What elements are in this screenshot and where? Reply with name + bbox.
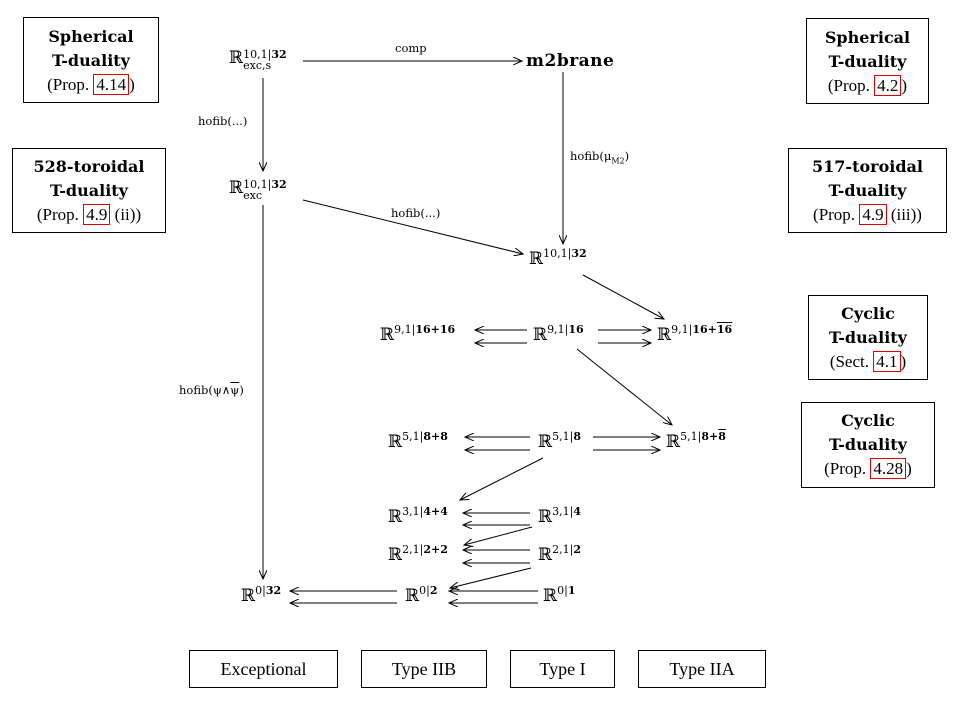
node-r3-4: ℝ3,1|4: [538, 505, 581, 527]
box-ref-pre: (Prop.: [827, 76, 875, 95]
arrow-r2-r02: [450, 567, 532, 588]
box-ref-pre: (Sect.: [829, 352, 874, 371]
node-r2-2plus2: ℝ2,1|2+2: [388, 543, 448, 565]
box-title: 517-toroidal: [812, 157, 923, 176]
ref-link[interactable]: 4.9: [859, 204, 887, 225]
node-r0-1: ℝ0|1: [543, 584, 576, 606]
label-comp: comp: [395, 41, 427, 55]
box-title: Spherical: [824, 28, 911, 47]
footer-type-i: Type I: [510, 650, 615, 688]
box-title: Spherical: [48, 27, 134, 46]
node-r10: ℝ10,1|32: [529, 247, 587, 269]
arrow-r10-r9bar: [582, 274, 664, 319]
cyclic-prop-box: Cyclic T-duality (Prop. 4.28): [801, 402, 935, 488]
node-r2-2: ℝ2,1|2: [538, 543, 581, 565]
box-ref-post: (ii)): [110, 205, 142, 224]
cyclic-sect-box: Cyclic T-duality (Sect. 4.1): [808, 295, 928, 380]
node-m2brane: m2brane: [526, 51, 615, 71]
ref-link[interactable]: 4.2: [874, 75, 902, 96]
box-title: T-duality: [828, 52, 907, 71]
node-r0-2: ℝ0|2: [405, 584, 438, 606]
node-r5-8plus8bar: ℝ5,1|8+8: [666, 430, 726, 452]
box-ref-post: ): [901, 76, 908, 95]
box-ref-post: ): [906, 459, 912, 478]
box-title: T-duality: [829, 328, 907, 347]
footer-type-iia: Type IIA: [638, 650, 766, 688]
toroidal-528-box: 528-toroidal T-duality (Prop. 4.9 (ii)): [12, 148, 166, 233]
ref-link[interactable]: 4.1: [873, 351, 901, 372]
box-title: T-duality: [52, 51, 130, 70]
arrow-exc-r10: [302, 199, 523, 254]
footer-exceptional: Exceptional: [189, 650, 338, 688]
box-title: T-duality: [828, 181, 907, 200]
ref-link[interactable]: 4.9: [83, 204, 111, 225]
box-title: T-duality: [829, 435, 907, 454]
node-r5-8plus8: ℝ5,1|8+8: [388, 430, 448, 452]
box-ref-pre: (Prop.: [47, 75, 94, 94]
ref-link[interactable]: 4.28: [870, 458, 907, 479]
box-ref-pre: (Prop.: [824, 459, 871, 478]
box-title: Cyclic: [841, 304, 895, 323]
toroidal-517-box: 517-toroidal T-duality (Prop. 4.9 (iii)): [788, 148, 947, 233]
node-r9-16plus16: ℝ9,1|16+16: [380, 323, 456, 345]
spherical-right-box: Spherical T-duality (Prop. 4.2): [806, 18, 929, 104]
node-r5-8: ℝ5,1|8: [538, 430, 581, 452]
box-ref-post: (iii)): [886, 205, 922, 224]
footer-type-iib: Type IIB: [361, 650, 487, 688]
ref-link[interactable]: 4.14: [93, 74, 130, 95]
arrow-r9-r5bar: [576, 348, 672, 425]
node-r9-16: ℝ9,1|16: [533, 323, 584, 345]
box-ref-pre: (Prop.: [36, 205, 84, 224]
box-title: Cyclic: [841, 411, 895, 430]
label-hofib-dots-left: hofib(...): [198, 114, 248, 128]
label-hofib-psi: hofib(ψ∧ψ): [179, 383, 244, 397]
arrow-r3-r2pair: [464, 526, 533, 545]
node-r9-16plus16bar: ℝ9,1|16+16: [657, 323, 733, 345]
arrow-r5-r3pair: [460, 457, 544, 500]
box-ref-post: ): [900, 352, 907, 371]
box-ref-post: ): [129, 75, 135, 94]
box-ref-pre: (Prop.: [813, 205, 860, 224]
spherical-left-box: Spherical T-duality (Prop. 4.14): [23, 17, 159, 103]
box-title: T-duality: [50, 181, 128, 200]
node-r0-32: ℝ0|32: [241, 584, 282, 606]
box-title: 528-toroidal: [33, 157, 145, 176]
node-r3-4plus4: ℝ3,1|4+4: [388, 505, 448, 527]
label-hofib-mu: hofib(μM2): [570, 149, 630, 166]
label-hofib-dots-diag: hofib(...): [391, 206, 441, 220]
